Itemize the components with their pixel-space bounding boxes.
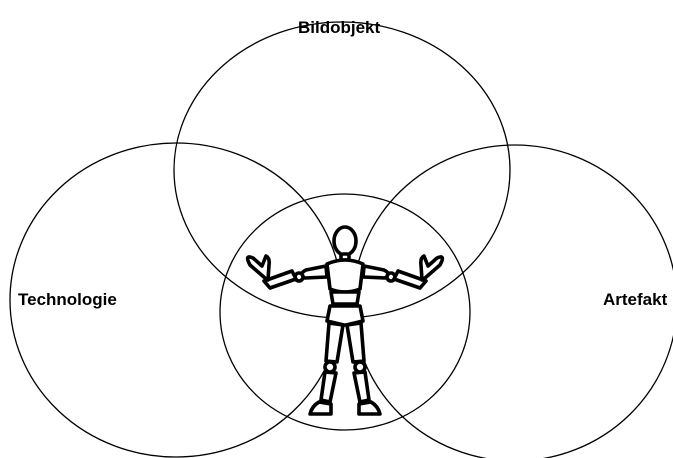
- mannequin-right-shin: [354, 372, 369, 402]
- label-bildobjekt: Bildobjekt: [298, 19, 380, 36]
- mannequin-left-foot: [310, 402, 331, 414]
- label-artefakt: Artefakt: [603, 291, 667, 308]
- mannequin-left-shin: [321, 372, 336, 402]
- mannequin-right-thigh: [347, 323, 364, 362]
- mannequin-right-foot: [359, 402, 380, 414]
- mannequin-chest: [327, 260, 363, 292]
- mannequin-abdomen: [331, 292, 359, 304]
- mannequin-icon: [248, 227, 443, 414]
- label-technologie: Technologie: [18, 291, 117, 308]
- mannequin-right-upper-arm: [363, 266, 388, 278]
- mannequin-right-hand: [421, 256, 443, 280]
- mannequin-left-upper-arm: [302, 266, 327, 278]
- mannequin-left-hand: [248, 256, 270, 280]
- mannequin-head: [334, 227, 356, 255]
- mannequin-left-thigh: [326, 323, 343, 362]
